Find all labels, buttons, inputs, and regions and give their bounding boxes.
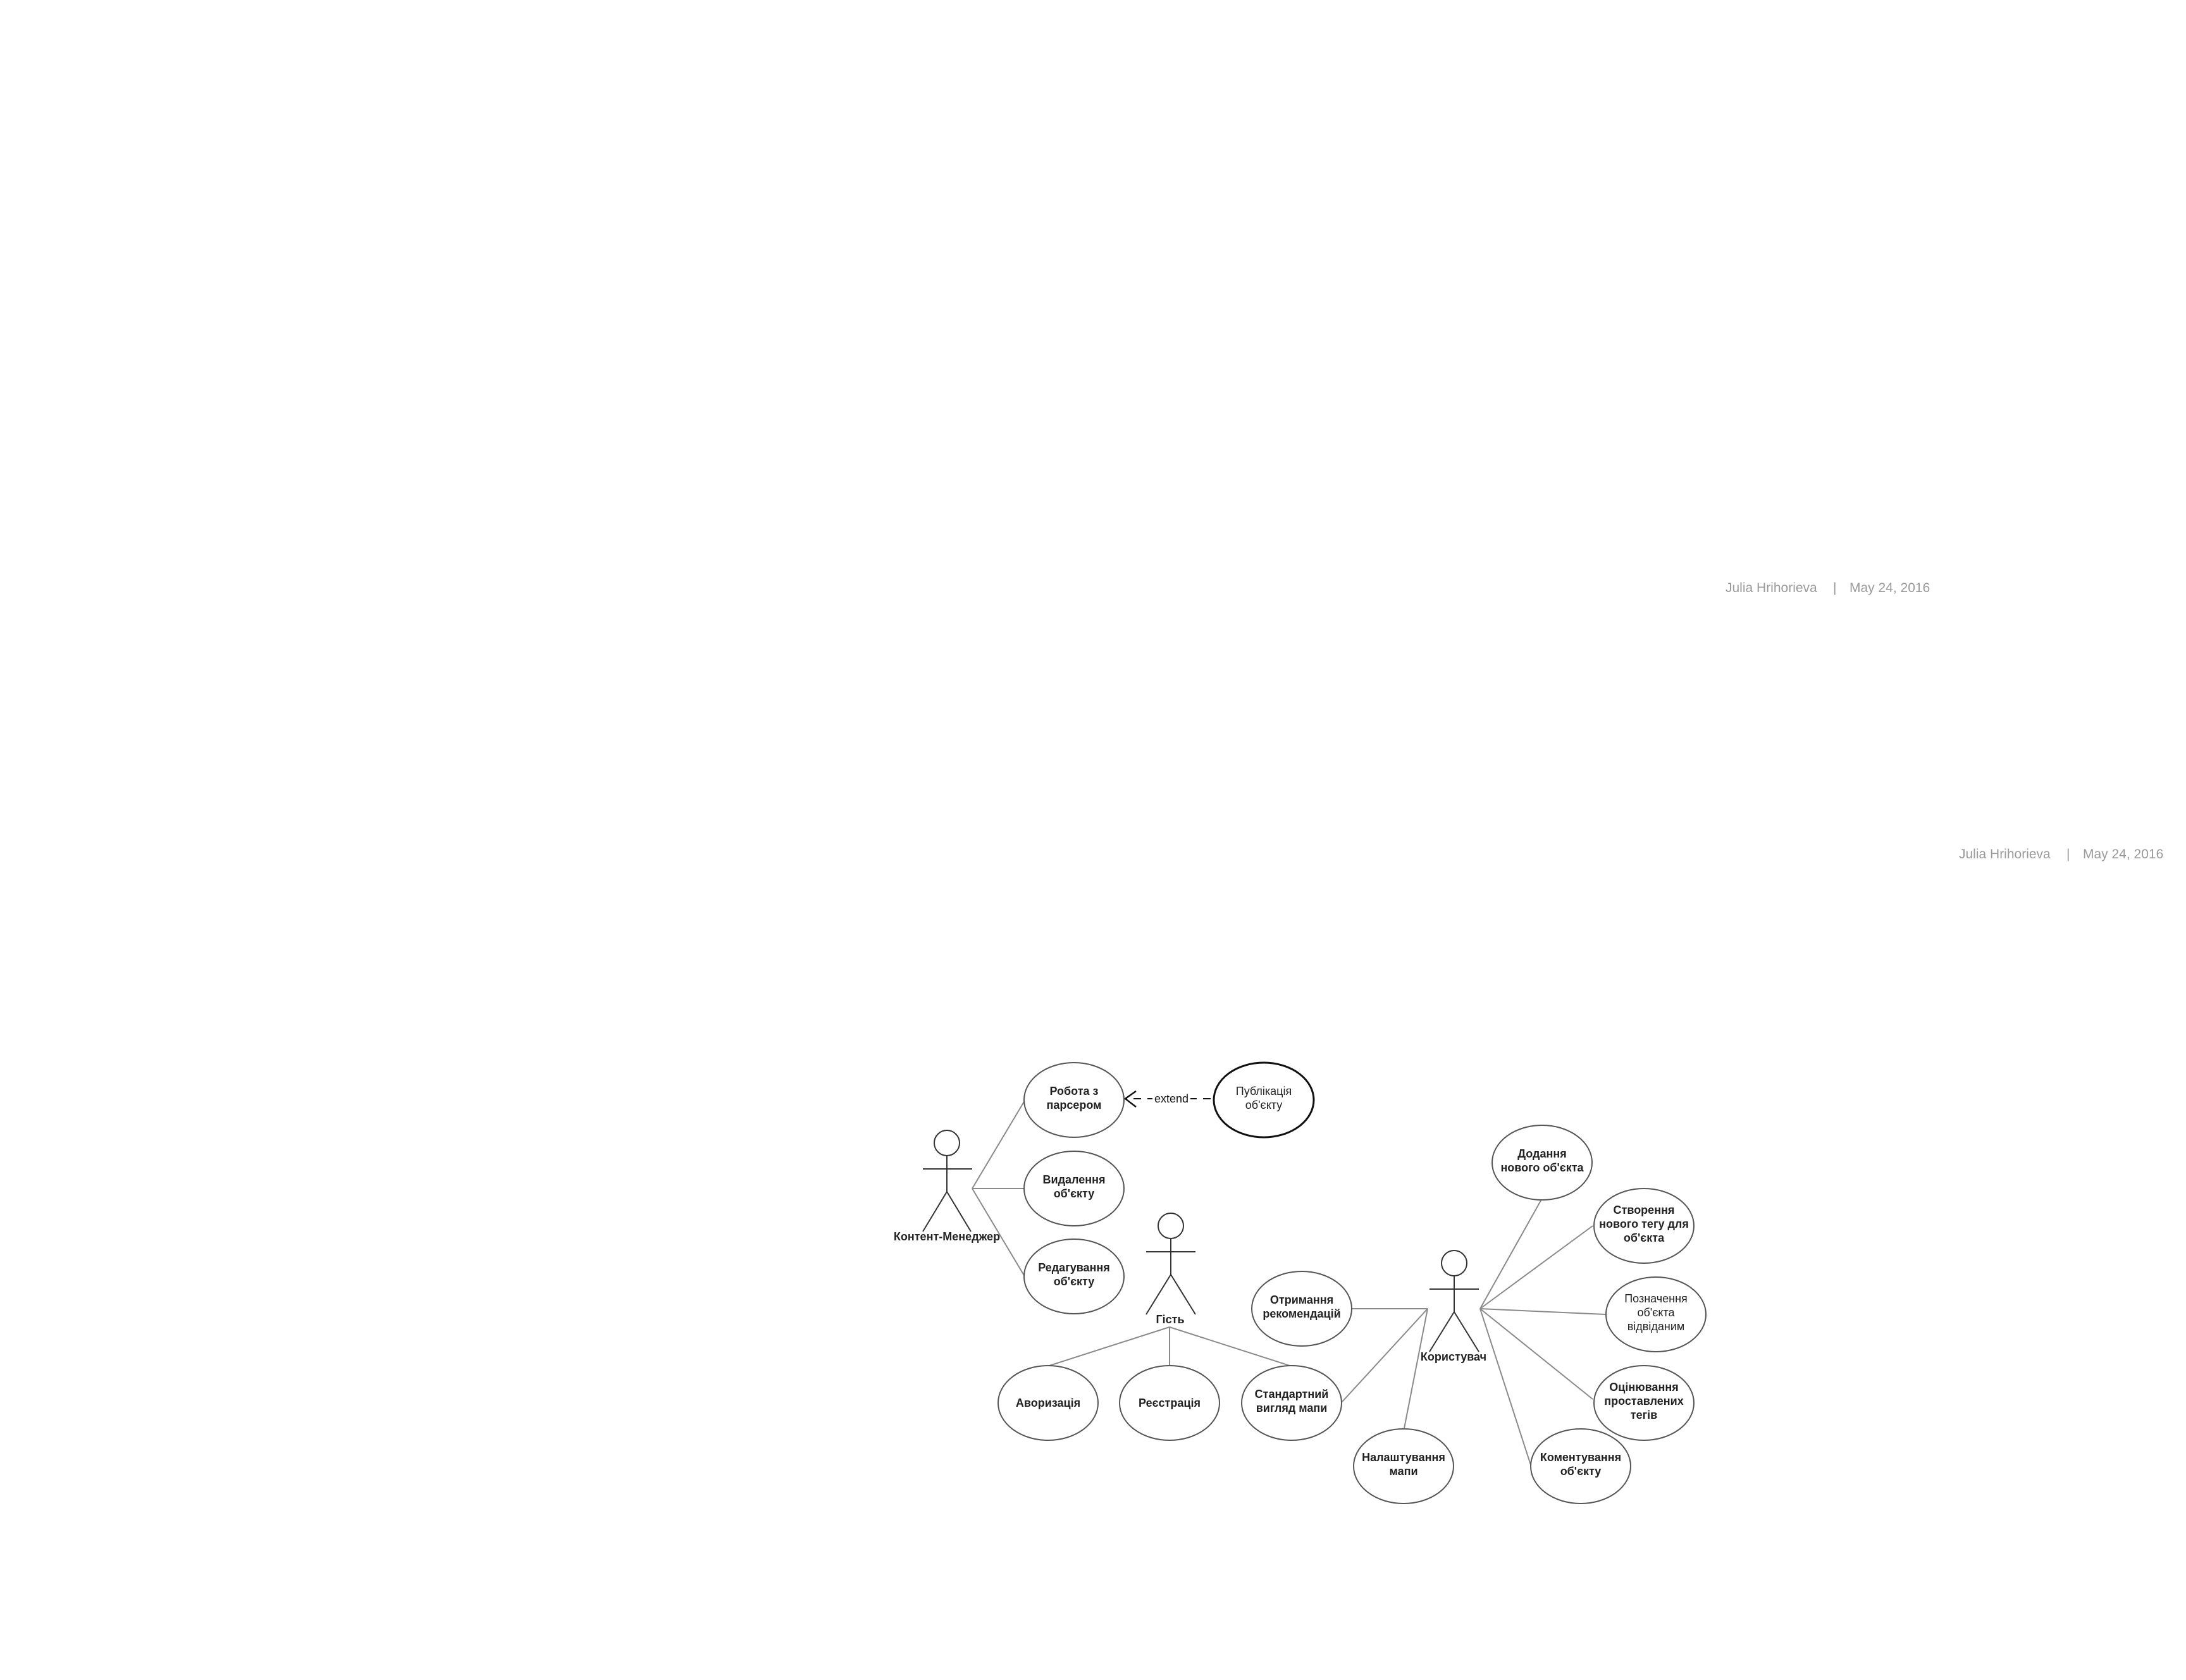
extend-arrowhead bbox=[1123, 1090, 1137, 1108]
actor-label: Контент-Менеджер bbox=[894, 1230, 1000, 1243]
use-case-oval bbox=[1593, 1188, 1695, 1264]
actor-label: Гість bbox=[1156, 1313, 1184, 1326]
use-case-label: вигляд мапи bbox=[1256, 1402, 1328, 1414]
separator: | bbox=[2066, 847, 2070, 862]
use-case-oval bbox=[1119, 1365, 1220, 1441]
use-case-label: об'єкту bbox=[1054, 1187, 1095, 1200]
actor-guest[interactable]: Гість bbox=[1145, 1213, 1196, 1326]
use-case-comment[interactable]: Коментування об'єкту bbox=[1530, 1428, 1631, 1504]
actor-leg bbox=[1145, 1274, 1171, 1315]
use-case-oval bbox=[997, 1365, 1099, 1441]
actor-content-manager[interactable]: Контент-Менеджер bbox=[894, 1130, 1000, 1243]
use-case-label: проставлених bbox=[1604, 1395, 1683, 1407]
association-line bbox=[972, 1188, 1025, 1277]
author-name: Julia Hrihorieva bbox=[1959, 847, 2051, 862]
use-case-register[interactable]: Реєстрація bbox=[1119, 1365, 1220, 1441]
use-case-oval bbox=[1530, 1428, 1631, 1504]
actor-leg bbox=[1170, 1274, 1196, 1315]
actor-leg bbox=[922, 1191, 948, 1232]
use-case-label: Аворизація bbox=[1016, 1397, 1080, 1409]
use-case-label: тегів bbox=[1631, 1409, 1657, 1421]
actor-leg bbox=[946, 1191, 972, 1232]
actor-head bbox=[1158, 1213, 1184, 1239]
use-case-oval bbox=[1605, 1276, 1707, 1352]
use-case-label: об'єкту bbox=[1560, 1465, 1602, 1478]
extend-label: extend bbox=[1154, 1092, 1189, 1105]
association-line bbox=[1404, 1308, 1428, 1429]
use-case-label: нового тегу для bbox=[1599, 1218, 1689, 1230]
actor-label: Користувач bbox=[1421, 1350, 1486, 1363]
association-line bbox=[1479, 1308, 1593, 1400]
extend-relationship: extend bbox=[1123, 1090, 1211, 1108]
use-case-oval bbox=[1353, 1428, 1454, 1504]
use-case-oval bbox=[1023, 1238, 1125, 1314]
use-case-oval bbox=[1241, 1365, 1342, 1441]
use-case-label: Реєстрація bbox=[1139, 1397, 1201, 1409]
use-case-oval bbox=[1593, 1365, 1695, 1441]
association-line bbox=[972, 1100, 1025, 1189]
actor-head bbox=[1441, 1250, 1467, 1276]
use-case-label: Коментування bbox=[1540, 1451, 1621, 1464]
use-case-parser[interactable]: Робота з парсером bbox=[1023, 1062, 1125, 1138]
author-date: May 24, 2016 bbox=[1849, 581, 1930, 595]
use-case-label: нового об'єкта bbox=[1500, 1161, 1584, 1174]
use-case-label: мапи bbox=[1389, 1465, 1417, 1478]
use-case-oval bbox=[1023, 1062, 1125, 1138]
author-date-line-1: Julia Hrihorieva | May 24, 2016 bbox=[1726, 581, 1930, 595]
use-case-recommendations[interactable]: Отримання рекомендацій bbox=[1251, 1271, 1352, 1347]
separator: | bbox=[1833, 581, 1836, 595]
use-case-add-object[interactable]: Додання нового об'єкта bbox=[1491, 1125, 1593, 1201]
use-case-label: рекомендацій bbox=[1263, 1307, 1340, 1320]
use-case-label: Налаштування bbox=[1362, 1451, 1445, 1464]
use-case-label: Робота з bbox=[1050, 1085, 1099, 1097]
actor-leg bbox=[1454, 1311, 1479, 1352]
author-date: May 24, 2016 bbox=[2083, 847, 2163, 862]
use-case-label: Публікація bbox=[1236, 1085, 1292, 1097]
use-case-label: об'єкту bbox=[1054, 1275, 1095, 1288]
actor-head bbox=[934, 1130, 960, 1156]
use-case-map-settings[interactable]: Налаштування мапи bbox=[1353, 1428, 1454, 1504]
actor-leg bbox=[1429, 1311, 1455, 1352]
use-case-oval bbox=[1251, 1271, 1352, 1347]
use-case-label: Створення bbox=[1614, 1204, 1675, 1216]
use-case-label: Отримання bbox=[1270, 1294, 1333, 1306]
association-line bbox=[1479, 1225, 1593, 1309]
use-case-label: відвіданим bbox=[1627, 1320, 1685, 1333]
use-case-oval bbox=[1023, 1151, 1125, 1226]
use-case-label: Оцінювання bbox=[1609, 1381, 1678, 1393]
association-line bbox=[1169, 1326, 1292, 1367]
extend-label-bg bbox=[1152, 1092, 1190, 1106]
use-case-label: Редагування bbox=[1038, 1261, 1110, 1274]
use-case-label: об'єкта bbox=[1637, 1306, 1675, 1319]
association-line bbox=[1047, 1326, 1170, 1367]
association-line bbox=[1479, 1200, 1541, 1309]
use-case-delete[interactable]: Видалення об'єкту bbox=[1023, 1151, 1125, 1226]
use-case-oval bbox=[1213, 1061, 1315, 1139]
author-date-line-2: Julia Hrihorieva | May 24, 2016 bbox=[1959, 847, 2163, 862]
use-case-rate-tags[interactable]: Оцінювання проставлених тегів bbox=[1593, 1365, 1695, 1441]
use-case-auth[interactable]: Аворизація bbox=[997, 1365, 1099, 1441]
use-case-oval bbox=[1491, 1125, 1593, 1201]
use-case-label: Додання bbox=[1517, 1147, 1566, 1160]
author-name: Julia Hrihorieva bbox=[1726, 581, 1817, 595]
use-case-label: Стандартний bbox=[1255, 1388, 1329, 1400]
association-line bbox=[1342, 1308, 1428, 1402]
use-case-edit[interactable]: Редагування об'єкту bbox=[1023, 1238, 1125, 1314]
use-case-standard-map[interactable]: Стандартний вигляд мапи bbox=[1241, 1365, 1342, 1441]
use-case-label: об'єкта bbox=[1624, 1232, 1665, 1244]
use-case-create-tag[interactable]: Створення нового тегу для об'єкта bbox=[1593, 1188, 1695, 1264]
actor-user[interactable]: Користувач bbox=[1421, 1250, 1486, 1363]
use-case-label: об'єкту bbox=[1245, 1099, 1282, 1111]
association-line bbox=[1479, 1308, 1606, 1315]
use-case-label: парсером bbox=[1047, 1099, 1102, 1111]
use-case-publish[interactable]: Публікація об'єкту bbox=[1213, 1061, 1315, 1139]
use-case-label: Видалення bbox=[1043, 1173, 1106, 1186]
associations bbox=[972, 1100, 1606, 1466]
use-case-label: Позначення bbox=[1624, 1292, 1688, 1305]
use-case-mark-visited[interactable]: Позначення об'єкта відвіданим bbox=[1605, 1276, 1707, 1352]
association-line bbox=[1479, 1308, 1531, 1466]
